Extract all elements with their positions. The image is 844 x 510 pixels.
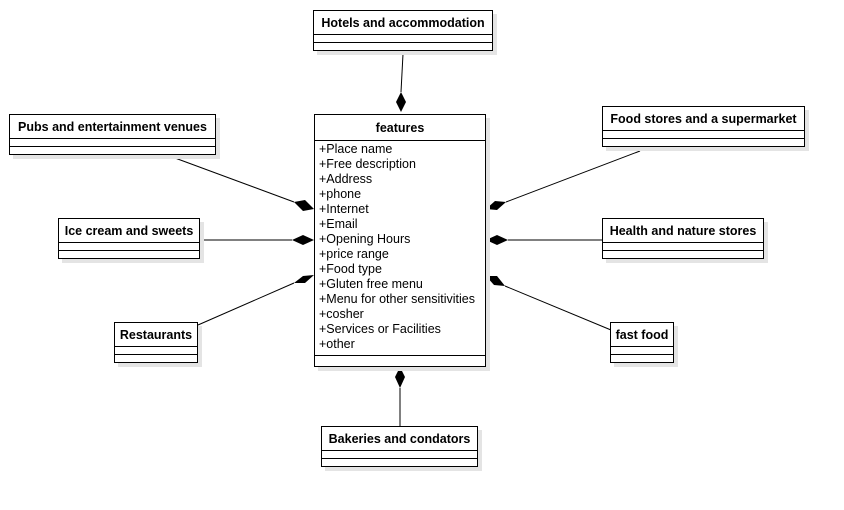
compartment — [603, 138, 804, 146]
compartment — [115, 347, 197, 354]
class-features-title: features — [315, 115, 485, 141]
class-bakeries-title: Bakeries and condators — [322, 427, 477, 451]
class-health[interactable]: Health and nature stores — [602, 218, 764, 259]
compartment — [59, 243, 199, 250]
composition-restaurants — [197, 275, 314, 326]
compartment — [10, 146, 215, 154]
compartment — [10, 139, 215, 146]
class-ice-cream[interactable]: Ice cream and sweets — [58, 218, 200, 259]
attribute: +Free description — [319, 157, 416, 171]
composition-bakeries — [395, 367, 405, 426]
compartment — [322, 458, 477, 466]
attribute: +Opening Hours — [319, 232, 411, 246]
compartment — [611, 347, 673, 354]
attribute: +Place name — [319, 142, 393, 156]
attribute: +Email — [319, 217, 358, 231]
compartment — [603, 131, 804, 138]
attribute: +Menu for other sensitivities — [319, 292, 475, 306]
compartment — [322, 451, 477, 458]
class-hotels-title: Hotels and accommodation — [314, 11, 492, 35]
class-features-attributes: +Place name +Free description +Address +… — [315, 141, 485, 356]
composition-pubs — [174, 157, 314, 211]
compartment — [603, 243, 763, 250]
class-bakeries[interactable]: Bakeries and condators — [321, 426, 478, 467]
class-food-stores-title: Food stores and a supermarket — [603, 107, 804, 131]
class-food-stores[interactable]: Food stores and a supermarket — [602, 106, 805, 147]
class-health-title: Health and nature stores — [603, 219, 763, 243]
class-fast-food-title: fast food — [611, 323, 673, 347]
attribute: +phone — [319, 187, 362, 201]
class-features[interactable]: features +Place name +Free description +… — [314, 114, 486, 367]
class-restaurants[interactable]: Restaurants — [114, 322, 198, 363]
attribute: +Gluten free menu — [319, 277, 423, 291]
class-features-methods — [315, 356, 485, 364]
compartment — [603, 250, 763, 258]
class-fast-food[interactable]: fast food — [610, 322, 674, 363]
compartment — [611, 354, 673, 362]
composition-food-stores — [486, 150, 641, 210]
attribute: +Food type — [319, 262, 382, 276]
compartment — [59, 250, 199, 258]
attribute: +cosher — [319, 307, 364, 321]
attribute: +Internet — [319, 202, 369, 216]
attribute: +Services or Facilities — [319, 322, 441, 336]
class-pubs-title: Pubs and entertainment venues — [10, 115, 215, 139]
class-hotels[interactable]: Hotels and accommodation — [313, 10, 493, 51]
class-restaurants-title: Restaurants — [115, 323, 197, 347]
compartment — [314, 42, 492, 50]
composition-health — [486, 235, 602, 245]
attribute: +Address — [319, 172, 373, 186]
composition-fast-food — [486, 276, 612, 331]
compartment — [115, 354, 197, 362]
attribute: +other — [319, 337, 355, 351]
composition-ice-cream — [200, 235, 314, 245]
attribute: +price range — [319, 247, 389, 261]
compartment — [314, 35, 492, 42]
class-pubs[interactable]: Pubs and entertainment venues — [9, 114, 216, 155]
composition-hotels — [396, 53, 406, 112]
class-ice-cream-title: Ice cream and sweets — [59, 219, 199, 243]
